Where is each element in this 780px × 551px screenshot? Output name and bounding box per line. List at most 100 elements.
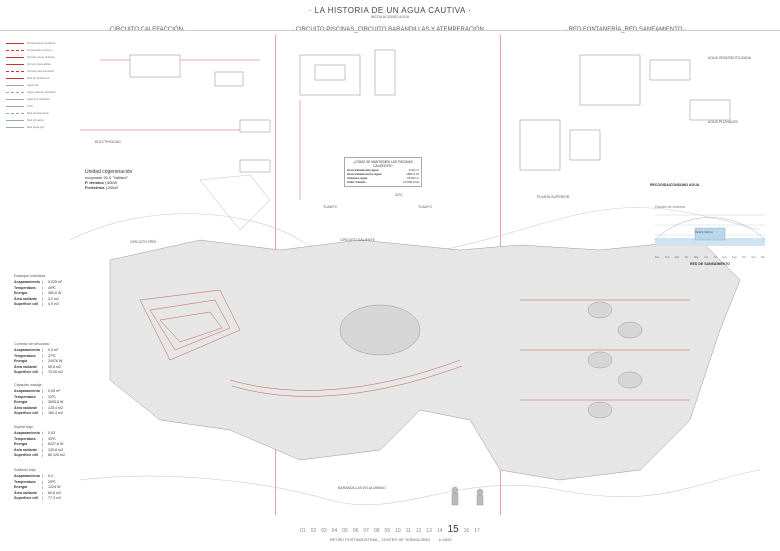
stats-value: 80,125 m2 [48, 453, 65, 458]
label-temp: TLA40ºC [323, 205, 338, 209]
building-footprint [109, 239, 741, 481]
legend-label: Agua fría [27, 83, 39, 87]
stats-row: Temperatura|32ºC [14, 394, 56, 399]
page-link[interactable]: 04 [331, 528, 338, 534]
stats-key: Acaparamiento [14, 474, 40, 479]
legend-swatch [6, 92, 24, 93]
stats-key: Energía [14, 442, 28, 447]
pool-box-title: ¿CÓMO SE MANTIENEN LAS PISCINAS CALIENTE… [353, 160, 413, 168]
label-railings: BARANDILLAS EN ALUMINIO [338, 486, 386, 490]
label-rainwater: AGUA PLUVIALES [708, 120, 738, 124]
stats-row: Acaparamiento|0,4 [14, 474, 53, 479]
page-subtitle: INSTALACIONES AGUA [370, 15, 410, 19]
stats-row: Temperatura|33ºC [14, 436, 56, 441]
page-link[interactable]: 09 [384, 528, 391, 534]
stats-row: Temperatura|37ºC [14, 353, 56, 358]
stats-value: 40ºC [48, 285, 56, 290]
legend-label: Temperatura retorno [27, 48, 53, 52]
stats-row: Área radiante|125,4 m2 [14, 405, 63, 410]
legend-swatch [6, 50, 24, 51]
stats-key: Área radiante [14, 296, 37, 301]
stats-row: Superficie útil|180,4 m2 [14, 411, 63, 416]
label-temp: 32ºC [395, 193, 403, 197]
legend-item: Agua caliente sanitaria [6, 89, 70, 96]
legend-swatch [6, 64, 24, 65]
page-link[interactable]: 17 [474, 528, 480, 534]
month-tick: Jun [704, 256, 709, 259]
page-link[interactable]: 12 [415, 528, 422, 534]
month-tick: Jul [713, 256, 717, 259]
legend-swatch [6, 99, 24, 100]
footer: RETIRO POSTINDUSTRIAL_ CENTRO DE TERMOLI… [330, 538, 451, 542]
stats-title: Corredor de descanso [14, 342, 50, 346]
stats-value: 360,6 W [48, 291, 62, 296]
stats-value: 125,8 m2 [48, 447, 63, 452]
pool-value: 13,800 Kcal [403, 180, 419, 184]
page-link[interactable]: 05 [342, 528, 348, 534]
page-link[interactable]: 16 [463, 528, 470, 534]
stats-key: Área radiante [14, 364, 37, 369]
legend-label: Red saneamiento [27, 111, 49, 115]
cogeneration-key: P.eléctrica [85, 185, 105, 190]
pool-key: Calor tratado [347, 180, 366, 184]
stats-title: Estanque individual [14, 274, 46, 278]
stats-row: Superficie útil|80,125 m2 [14, 453, 65, 458]
pool-value: 65,80 m³ [407, 176, 419, 180]
cogeneration-info: ELECTRICIDAD Unidad cogeneración ecopowe… [85, 140, 133, 190]
label-hot-circuit: CIRCUITO CALIENTE [340, 238, 375, 242]
stats-key: Superficie útil [14, 496, 38, 501]
pool-value: 6,62 m² [408, 168, 419, 172]
legend-swatch [6, 106, 24, 107]
stats-row: Temperatura|40ºC [14, 285, 56, 290]
stats-key: Superficie útil [14, 370, 38, 375]
legend-item: Circuito barandillas [6, 61, 70, 68]
pool-row: Calor tratado 13,800 Kcal [347, 180, 419, 184]
page-link[interactable]: 13 [426, 528, 432, 534]
legend-item: Red saneamiento [6, 110, 70, 117]
stats-key: Temperatura [14, 353, 36, 358]
page-link[interactable]: 07 [363, 528, 369, 534]
stats-row: Energía|6327,6 W [14, 442, 64, 447]
stats-value: 1224 W [48, 485, 61, 490]
legend-item: Red pluviales [6, 117, 70, 124]
stats-key: Acaparamiento [14, 280, 40, 285]
stats-row: Acaparamiento|0,03 [14, 431, 55, 436]
stats-row: Energía|360,6 W [14, 291, 62, 296]
stats-key: Temperatura [14, 479, 36, 484]
pool-key: Área tratada termo agua [347, 172, 382, 176]
stats-title: Cápsulas masaje [14, 383, 42, 387]
legend-swatch [6, 43, 24, 44]
stats-value: 24976 W [48, 359, 63, 364]
legend-label: ACS [27, 104, 33, 108]
stats-key: Área radiante [14, 447, 37, 452]
stats-row: Superficie útil|4,9 m2 [14, 302, 59, 307]
stats-key: Superficie útil [14, 411, 38, 416]
page-link[interactable]: 14 [436, 528, 443, 534]
pool-row: Volumen agua 65,80 m³ [347, 176, 419, 180]
page-link[interactable]: 10 [395, 528, 401, 534]
label-grey-water: AGUA GRIS/REUTILIZADA [708, 56, 751, 60]
month-tick: Ago [722, 256, 727, 259]
pool-key: Volumen agua [347, 176, 368, 180]
stats-row: Acaparamiento|0,4 m³ [14, 348, 59, 353]
page-link[interactable]: 08 [373, 528, 380, 534]
page-link[interactable]: 01 [300, 528, 306, 534]
page-link[interactable]: 15 [447, 524, 459, 535]
page-link[interactable]: 02 [310, 528, 317, 534]
electricity-label: ELECTRICIDAD [95, 140, 121, 144]
stats-value: 3,2 m2 [48, 296, 59, 301]
stats-row: Acaparamiento|0,025 m³ [14, 280, 63, 285]
stats-key: Energía [14, 400, 28, 405]
page-link[interactable]: 06 [352, 528, 359, 534]
footer-title: RETIRO POSTINDUSTRIAL_ CENTRO DE TERMOLI… [330, 538, 431, 542]
stats-value: 0,05 m³ [48, 389, 61, 394]
page-link[interactable]: 03 [321, 528, 327, 534]
label-cold-circuit: CIRCUITO FRÍO [130, 240, 157, 244]
page-link[interactable]: 11 [405, 528, 411, 534]
chart-axis-label: Estudio de cisterna [655, 205, 685, 209]
legend-swatch [6, 113, 24, 114]
